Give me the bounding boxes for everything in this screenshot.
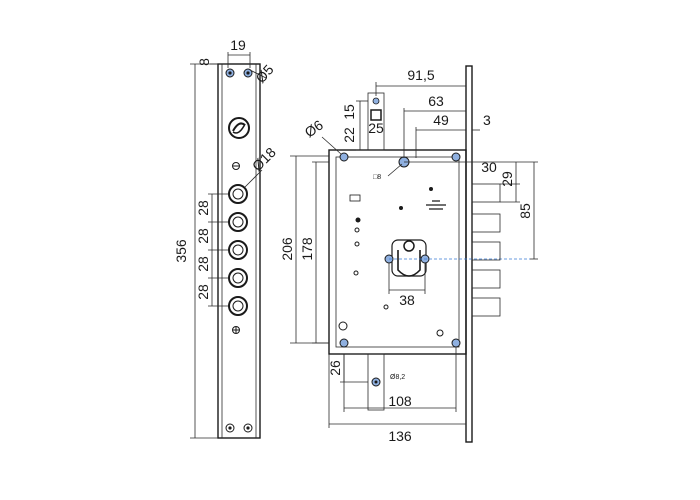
top-screw-holes	[225, 68, 253, 78]
dim-25: 25	[368, 120, 384, 136]
dim-63: 63	[428, 93, 444, 109]
dim-bolt-spacing-4: 28	[195, 284, 211, 300]
dim-85: 85	[517, 203, 533, 219]
lock-mechanism	[349, 187, 446, 310]
dim-plate-height: 356	[173, 239, 189, 263]
plate-screw-icon	[232, 162, 240, 170]
lock-case-outline	[328, 149, 467, 355]
dim-22: 22	[341, 127, 357, 143]
dim-edge-offset: 8	[196, 58, 212, 66]
lock-faceplate	[465, 65, 473, 443]
dim-91-5: 91,5	[407, 67, 434, 83]
dim-3: 3	[483, 112, 491, 128]
dim-hole-diameter: Ø6	[302, 117, 327, 141]
front-plate-outline	[217, 63, 261, 439]
dim-38: 38	[399, 292, 415, 308]
plate-screw-icon	[232, 326, 240, 334]
dim-bolt-spacing-3: 28	[195, 256, 211, 272]
bolt-holes	[228, 184, 248, 316]
dim-bolt-spacing-2: 28	[195, 228, 211, 244]
dim-108: 108	[388, 393, 412, 409]
logo-icon	[228, 117, 250, 139]
lock-body-view: 91,5 63 49 3 22 15 25 Ø6 □8 30 29	[279, 65, 538, 444]
dim-29: 29	[499, 171, 515, 187]
dim-bolt-diameter: Ø18	[249, 144, 279, 174]
dim-screw-spacing: 19	[230, 37, 246, 53]
dim-26: 26	[327, 360, 343, 376]
front-plate-view: 356 19 8 Ø5 Ø18 28 28 28 28	[173, 37, 279, 439]
dim-136: 136	[388, 428, 412, 444]
dim-178: 178	[299, 237, 315, 261]
bottom-screw-holes	[225, 423, 253, 433]
dim-206: 206	[279, 237, 295, 261]
dim-15: 15	[341, 104, 357, 120]
dim-49: 49	[433, 112, 449, 128]
lock-bolts	[471, 183, 501, 317]
dim-30: 30	[481, 159, 497, 175]
case-screw-holes	[338, 152, 461, 348]
dim-square-8: □8	[373, 174, 381, 181]
dim-bolt-spacing-1: 28	[195, 200, 211, 216]
dim-small-hole: Ø8,2	[390, 374, 405, 381]
